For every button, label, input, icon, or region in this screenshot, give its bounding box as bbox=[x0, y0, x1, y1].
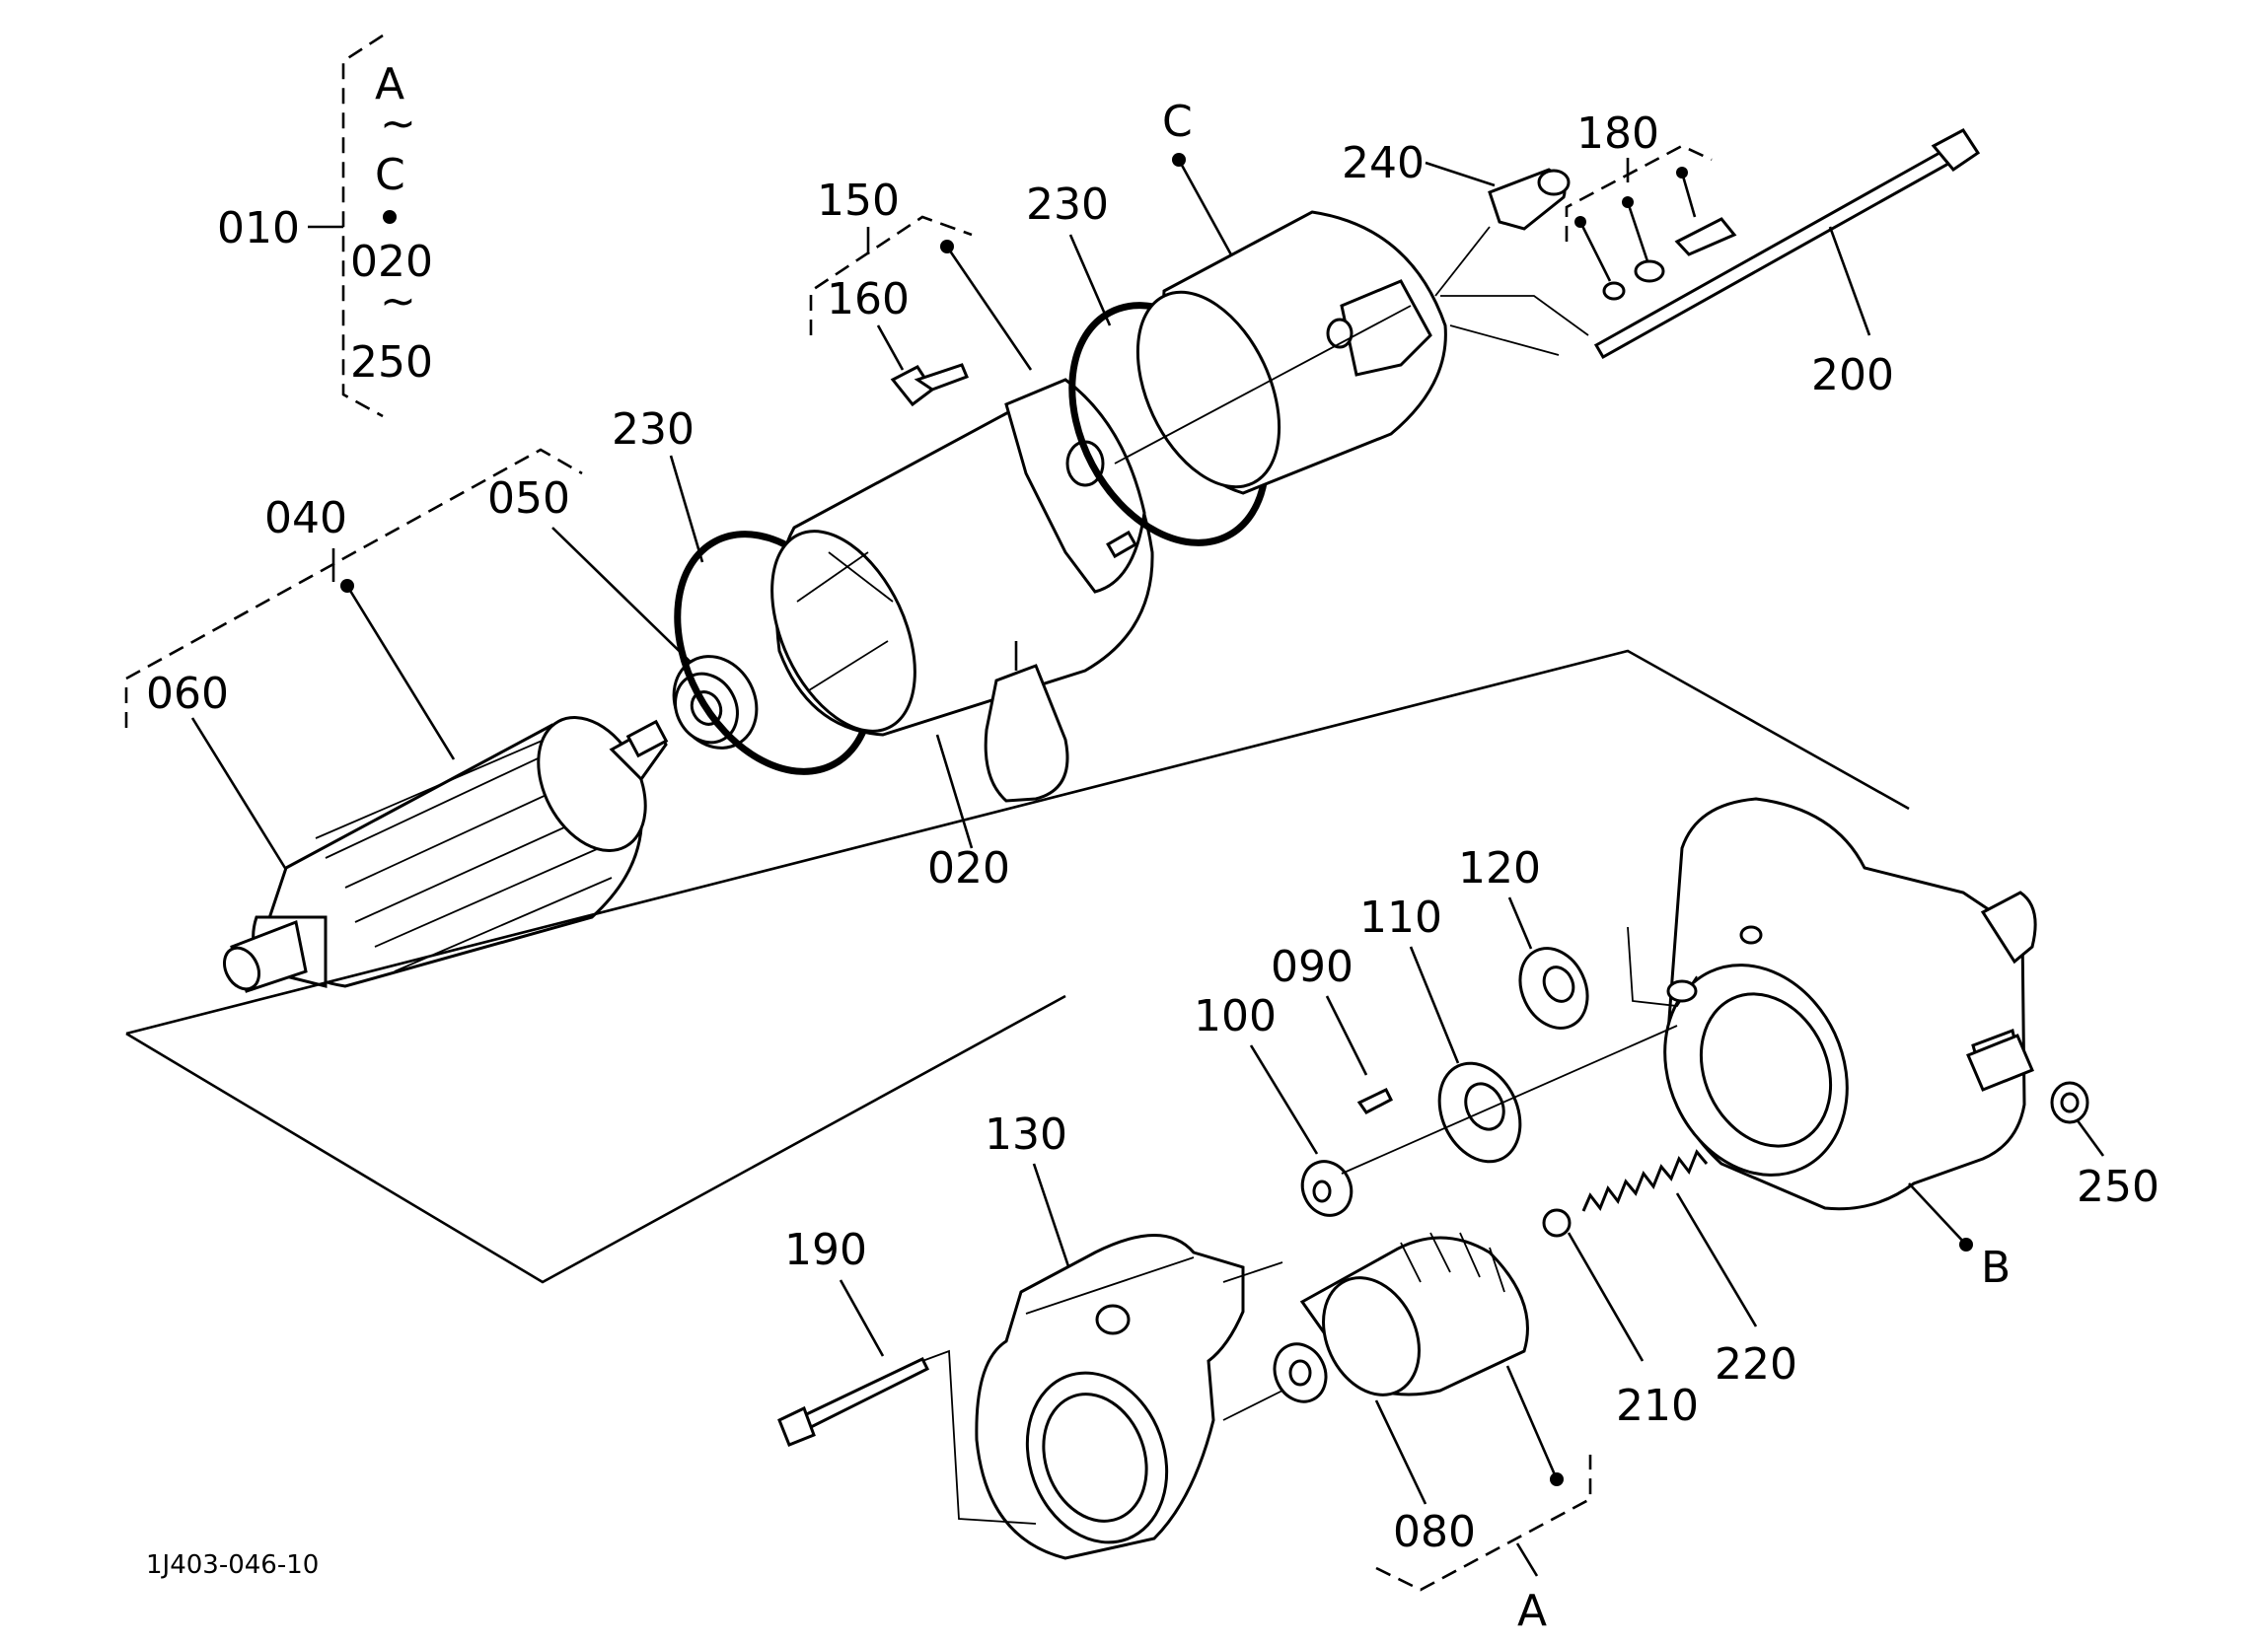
callout-010: 010 bbox=[217, 203, 300, 253]
callout-020: 020 bbox=[927, 843, 1010, 894]
pin-090: 090 bbox=[1271, 942, 1394, 1114]
callout-230-left: 230 bbox=[612, 404, 695, 455]
assembly-outline-lower bbox=[125, 994, 1066, 1284]
callout-b: B bbox=[1981, 1243, 2011, 1293]
callout-160: 160 bbox=[827, 274, 910, 324]
terminal-240 bbox=[1434, 168, 1571, 297]
callout-230-right: 230 bbox=[1026, 179, 1109, 230]
drive-housing-130: 130 bbox=[975, 1109, 1245, 1560]
callout-090: 090 bbox=[1271, 942, 1353, 992]
callout-040: 040 bbox=[264, 493, 347, 543]
drawing-id: 1J403-046-10 bbox=[146, 1550, 319, 1580]
through-bolt-200: 200 bbox=[1440, 128, 1981, 400]
group-010-c: C bbox=[375, 150, 405, 200]
callout-180: 180 bbox=[1576, 108, 1659, 159]
callout-a: A bbox=[1517, 1586, 1547, 1636]
callout-220: 220 bbox=[1715, 1339, 1797, 1390]
gear-120: 120 bbox=[1458, 843, 1698, 1030]
brush-holder-group: 150 160 bbox=[809, 176, 1146, 594]
group-010-a: A bbox=[375, 59, 404, 109]
nut-250: 250 bbox=[1966, 1034, 2159, 1212]
callout-100: 100 bbox=[1194, 991, 1277, 1041]
assembly-outline-upper bbox=[125, 649, 1910, 1036]
ball-210: 210 bbox=[1542, 1208, 1699, 1431]
callout-060: 060 bbox=[146, 669, 229, 719]
callout-150: 150 bbox=[817, 176, 900, 226]
collar-100: 100 bbox=[1194, 991, 1678, 1217]
rear-cover-c: C bbox=[1114, 97, 1447, 495]
group-010-250: 250 bbox=[350, 337, 433, 388]
gear-110: 110 bbox=[1359, 893, 1522, 1164]
spring-220: 220 bbox=[1581, 1149, 1797, 1390]
callout-250: 250 bbox=[2077, 1162, 2159, 1212]
screw-group-180: 180 bbox=[1565, 108, 1737, 301]
pinion-clutch-080: 080 A bbox=[1273, 1232, 1592, 1636]
group-010-tilde-1: ~ bbox=[380, 99, 416, 149]
callout-200: 200 bbox=[1811, 350, 1894, 400]
callout-130: 130 bbox=[985, 1109, 1067, 1160]
callout-050: 050 bbox=[487, 473, 570, 524]
group-010-tilde-2: ~ bbox=[380, 276, 416, 326]
group-010-dot bbox=[383, 210, 397, 224]
bolt-190: 190 bbox=[777, 1225, 1037, 1525]
group-010-020: 020 bbox=[350, 237, 433, 287]
callout-240: 240 bbox=[1342, 138, 1425, 188]
callout-080: 080 bbox=[1393, 1507, 1476, 1557]
callout-210: 210 bbox=[1616, 1381, 1699, 1431]
armature-group-bracket: 040 060 050 bbox=[124, 448, 703, 874]
callout-110: 110 bbox=[1359, 893, 1442, 943]
armature-part bbox=[222, 716, 669, 993]
callout-190: 190 bbox=[784, 1225, 867, 1275]
callout-c: C bbox=[1162, 97, 1193, 147]
group-010-bracket: 010 A ~ C 020 ~ 250 bbox=[217, 34, 433, 418]
callout-120: 120 bbox=[1458, 843, 1541, 894]
bearing-050 bbox=[672, 655, 759, 750]
